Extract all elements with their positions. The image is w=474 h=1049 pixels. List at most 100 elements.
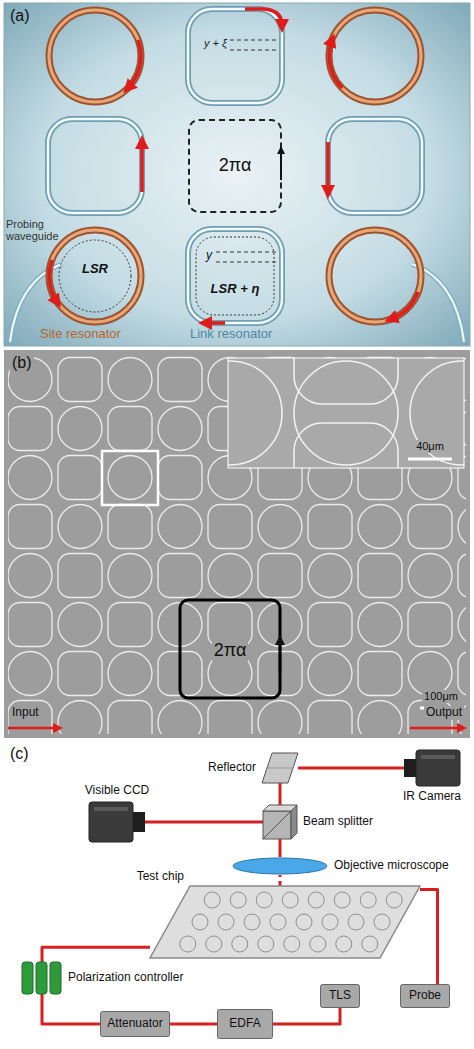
shape-part (192, 914, 208, 930)
figure-label: Output (424, 706, 464, 720)
shape-part (101, 1012, 170, 1037)
site-resonator (329, 10, 421, 102)
shape-part (232, 936, 248, 952)
objective-lens: Objective microscope (232, 857, 328, 875)
figure-label: y + ξ (204, 37, 227, 50)
zoom-inset (294, 358, 398, 404)
fiber-line (279, 783, 282, 805)
shape-part (50, 962, 61, 994)
component-label: Visible CCD (85, 784, 149, 798)
shape-part (270, 914, 286, 930)
panel-c (4, 740, 470, 1046)
offset-guide (216, 40, 278, 262)
camera-symbol (404, 750, 460, 786)
plaquette (189, 120, 281, 212)
light-direction-arrow (245, 9, 282, 26)
shape-part (308, 892, 324, 908)
instrument-box: TLS (320, 984, 360, 1008)
site-resonator (49, 10, 141, 102)
box-label: TLS (329, 989, 351, 1003)
plaquette (180, 600, 280, 698)
shape-part (336, 936, 352, 952)
shape-part (296, 914, 312, 930)
offset-guide (216, 252, 276, 253)
site-resonator (49, 10, 141, 102)
link-resonator (48, 9, 422, 323)
zoom-inset (410, 361, 464, 465)
zoom-inset (178, 300, 474, 527)
fiber-line (279, 839, 282, 857)
link-resonator (48, 9, 422, 323)
shape-part (401, 985, 450, 1008)
panel-b (4, 300, 474, 738)
objective-lens (232, 857, 328, 875)
camera-symbol: Visible CCD (89, 802, 145, 842)
instrument-box: Probe (400, 984, 450, 1008)
test-chip (150, 886, 420, 958)
shape-part (218, 914, 234, 930)
shape-part (416, 750, 460, 786)
light-direction-arrow (205, 321, 225, 325)
instrument-box: EDFA (217, 1009, 273, 1039)
shape-part (421, 755, 455, 759)
offset-guide (216, 262, 276, 263)
offset-guide (230, 40, 278, 41)
shape-part (284, 936, 300, 952)
component-label: Polarization controller (68, 971, 183, 985)
panel-a (4, 3, 470, 346)
length-guide (59, 240, 131, 312)
site-resonator (49, 10, 421, 322)
shape-part (404, 759, 416, 777)
link-resonator (48, 9, 422, 323)
fiber-line (42, 947, 150, 962)
offset-guide (230, 50, 278, 51)
shape-part (322, 914, 338, 930)
polarization-controller: Polarization controller (22, 962, 62, 994)
zoom-inset (294, 423, 398, 468)
fiber-line (420, 890, 438, 984)
figure-label: 2πα (212, 640, 249, 661)
shape-part (310, 936, 326, 952)
figure-label: Probing waveguide (6, 218, 66, 242)
mirror-symbol (262, 753, 298, 783)
shape-part (218, 1010, 273, 1039)
shape-part (263, 811, 291, 839)
length-guide (59, 237, 274, 315)
figure-label: y (206, 249, 212, 263)
box-label: Probe (409, 989, 441, 1003)
zoom-inset (228, 358, 464, 468)
shape-part (180, 892, 402, 952)
shape-part (256, 892, 272, 908)
link-resonator (188, 229, 282, 323)
zoom-marker (102, 451, 158, 505)
site-resonator (329, 10, 421, 102)
shape-part (233, 858, 327, 874)
site-resonator (49, 10, 421, 322)
shape-part (244, 914, 260, 930)
beam-splitter-cube (263, 805, 297, 839)
figure-label: (b) (10, 354, 34, 372)
shape-part (180, 936, 196, 952)
shape-part (334, 892, 350, 908)
component-label: Beam splitter (303, 815, 373, 829)
figure-label: (c) (10, 745, 29, 763)
plaquette (279, 640, 282, 672)
light-direction-arrow (140, 142, 144, 192)
box-label: Attenuator (107, 1017, 162, 1031)
figure-label: (a) (10, 7, 30, 25)
light-direction-arrow (391, 292, 418, 319)
fiber-line (273, 1008, 340, 1024)
zoom-inset (228, 361, 282, 465)
shape-part (291, 805, 297, 839)
shape-part (374, 914, 390, 930)
plaquette (189, 120, 281, 212)
site-resonator (49, 230, 141, 322)
fiber-line (170, 1023, 217, 1026)
figure-label: 40μm (414, 440, 446, 453)
panel-a (4, 3, 470, 346)
figure-label: LSR (82, 262, 108, 277)
shape-part (282, 892, 298, 908)
component-label: Reflector (208, 761, 256, 775)
light-direction-arrow (326, 142, 330, 192)
